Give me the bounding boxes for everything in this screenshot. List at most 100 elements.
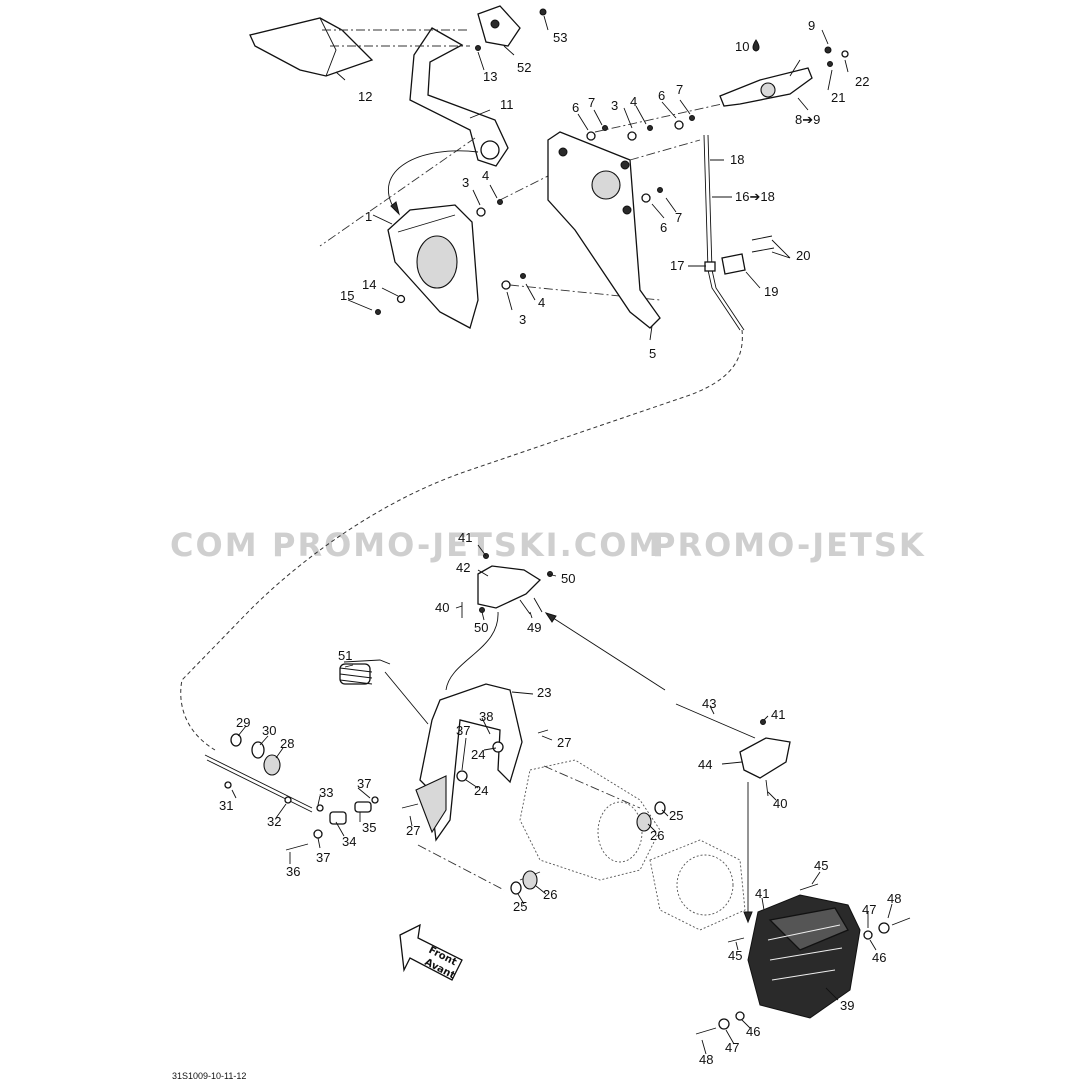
parts-25-26-bushings [510,801,666,895]
hardware-upper [375,115,695,315]
label-7c: 7 [675,210,682,225]
label-5: 5 [649,346,656,361]
label-53: 53 [553,30,567,45]
label-3a: 3 [462,175,469,190]
label-27b: 27 [406,823,420,838]
label-26a: 26 [650,828,664,843]
label-29: 29 [236,715,250,730]
part-49-pins [519,597,543,615]
arrow-43-to-49-head [544,612,557,623]
part-12-cover [249,17,374,77]
label-6b: 6 [658,88,665,103]
label-41b: 41 [771,707,785,722]
label-45a: 45 [814,858,828,873]
part-51-spring [339,659,391,685]
label-14: 14 [362,277,376,292]
part-11-lever [409,27,509,167]
label-40b: 40 [773,796,787,811]
part-8-handle [719,46,849,107]
label-9: 9 [808,18,815,33]
alignment-lines-upper [319,29,741,301]
label-36: 36 [286,864,300,879]
part-1-cover-plate [387,204,479,329]
diagram-code: 31S1009-10-11-12 [172,1071,246,1081]
label-39: 39 [840,998,854,1013]
part-53-screw [539,8,547,16]
label-13: 13 [483,69,497,84]
label-35: 35 [362,820,376,835]
label-40a: 40 [435,600,449,615]
part-19-bracket [721,253,746,275]
label-48a: 48 [887,891,901,906]
label-43: 43 [702,696,716,711]
parts-28-30-fittings [230,733,281,776]
label-25b: 25 [513,899,527,914]
label-47a: 47 [862,902,876,917]
housing-ghost [519,759,746,931]
parts-45-48-hardware [695,883,911,1035]
callout-labels: 1 3 4 3 4 14 15 6 7 3 4 6 7 7 6 5 11 12 … [219,18,901,1067]
label-50b: 50 [474,620,488,635]
label-34: 34 [342,834,356,849]
label-41a: 41 [458,530,472,545]
part-5-main-plate [547,131,661,329]
label-21: 21 [831,90,845,105]
watermark-left: COM [170,526,259,564]
label-37c: 37 [316,850,330,865]
part-23-shift-bracket [415,683,523,842]
label-47b: 47 [725,1040,739,1055]
label-22: 22 [855,74,869,89]
arrow-44-to-39-head [743,911,753,924]
label-3b: 3 [519,312,526,327]
label-20: 20 [796,248,810,263]
part-44-bracket [739,719,791,797]
label-37b: 37 [357,776,371,791]
label-11: 11 [500,97,514,112]
label-15: 15 [340,288,354,303]
label-37a: 37 [456,723,470,738]
label-23: 23 [537,685,551,700]
parts-32-37-hardware [224,729,549,851]
label-26b: 26 [543,887,557,902]
label-6c: 6 [660,220,667,235]
label-4b: 4 [538,295,545,310]
label-45b: 45 [728,948,742,963]
label-1: 1 [365,209,372,224]
label-8-to-9: 8➔9 [795,112,820,127]
label-51: 51 [338,648,352,663]
arrow-11-to-1-head [390,201,400,216]
part-42-bracket [477,553,553,613]
label-48b: 48 [699,1052,713,1067]
label-16-to-18: 16➔18 [735,189,775,204]
label-6a: 6 [572,100,579,115]
label-27a: 27 [557,735,571,750]
leader-lines [231,15,893,1055]
part-24-washers [456,741,504,782]
arrow-51-to-23 [384,671,429,725]
label-38: 38 [479,709,493,724]
front-arrow-icon: Front Avant [399,923,463,982]
label-18: 18 [730,152,744,167]
part-16-rod [703,134,745,331]
part-39-housing [747,894,861,1019]
label-10: 10 [735,39,749,54]
part-31-rod [204,754,313,813]
label-28: 28 [280,736,294,751]
cable-route [180,329,743,751]
arrow-42-to-23 [445,611,499,691]
label-7b: 7 [676,82,683,97]
label-33: 33 [319,785,333,800]
arrow-11-to-1 [388,150,479,211]
label-17: 17 [670,258,684,273]
label-24b: 24 [474,783,488,798]
label-52: 52 [517,60,531,75]
part-43-rod [675,703,756,739]
label-3c: 3 [611,98,618,113]
part-13-screw [475,45,481,51]
part-20-bolts [751,235,775,253]
label-4c: 4 [630,94,637,109]
label-46b: 46 [746,1024,760,1039]
watermark: COM PROMO-JETSKI.COM PROMO-JETSK [170,526,924,564]
label-41c: 41 [755,886,769,901]
label-31: 31 [219,798,233,813]
